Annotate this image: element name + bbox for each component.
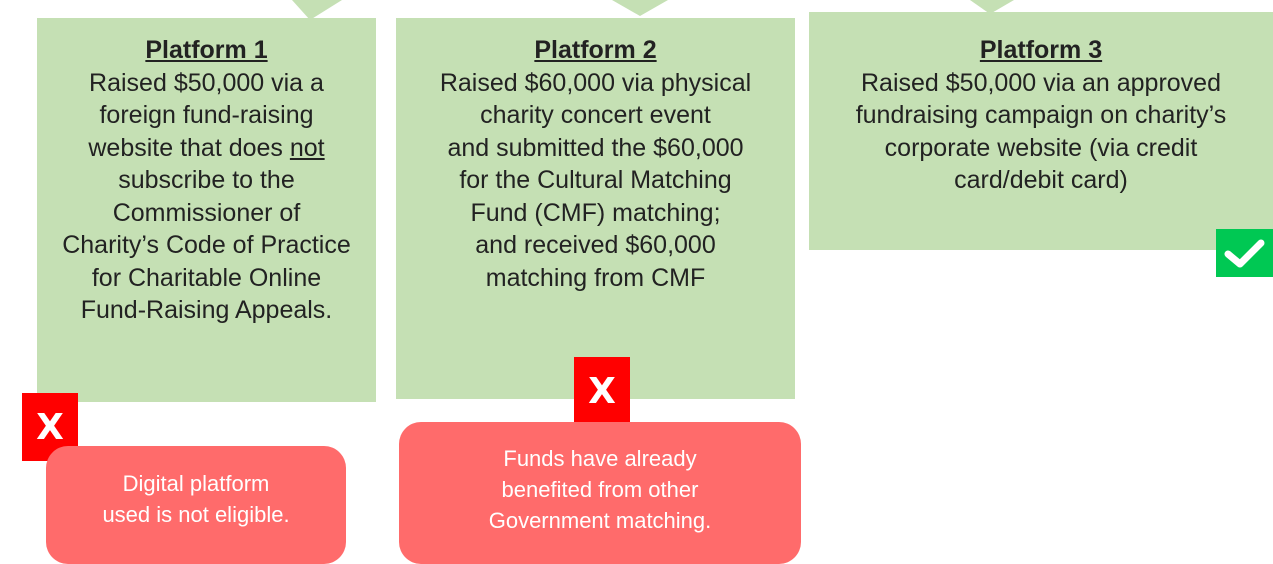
note-line: Funds have already	[503, 446, 697, 471]
platform-1-line: Raised $50,000 via a	[89, 68, 324, 97]
note-line: used is not eligible.	[102, 502, 290, 527]
platform-2-line: and received $60,000	[475, 231, 716, 259]
platform-1-line: Charity’s Code of Practice	[62, 231, 351, 259]
platform-1-line: foreign fund-raising	[99, 101, 314, 129]
platform-3-box: Platform 3 Raised $50,000 via an approve…	[809, 12, 1273, 250]
arrow-tip-3	[970, 0, 1014, 14]
reject-x-icon: X	[574, 357, 630, 425]
platform-3-line: fundraising campaign on charity’s	[855, 101, 1227, 129]
note-line: Government matching.	[488, 508, 712, 533]
platform-2-line: charity concert event	[480, 101, 711, 129]
platform-2-line: Fund (CMF) matching;	[470, 198, 721, 227]
platform-2-line: and submitted the $60,000	[447, 133, 744, 162]
platform-3-line: Raised $50,000 via an approved	[861, 68, 1221, 97]
arrow-tip-2	[612, 0, 668, 16]
platform-1-line: Commissioner of	[112, 198, 301, 227]
platform-1-box: Platform 1 Raised $50,000 via a foreign …	[37, 18, 376, 402]
arrow-tip-1	[292, 0, 342, 20]
note-already-matched: Funds have already benefited from other …	[399, 422, 801, 564]
platform-3-title: Platform 3	[979, 36, 1103, 64]
platform-2-line: matching from CMF	[485, 263, 706, 292]
check-icon	[1216, 229, 1273, 277]
platform-3-line: card/debit card)	[954, 166, 1128, 194]
platform-3-line: corporate website (via credit	[884, 133, 1198, 162]
platform-1-line: for Charitable Online	[91, 263, 322, 292]
platform-1-line: Fund-Raising Appeals.	[80, 296, 333, 324]
note-line: benefited from other	[501, 477, 699, 502]
platform-2-title: Platform 2	[534, 36, 657, 64]
platform-1-line: website that does not	[88, 133, 325, 162]
note-ineligible-platform: Digital platform used is not eligible.	[46, 446, 346, 564]
platform-1-line: subscribe to the	[118, 166, 295, 194]
platform-1-title: Platform 1	[145, 36, 268, 64]
underlined-not: not	[289, 133, 325, 162]
platform-2-line: for the Cultural Matching	[459, 166, 732, 194]
note-line: Digital platform	[122, 471, 270, 496]
platform-2-box: Platform 2 Raised $60,000 via physical c…	[396, 18, 795, 399]
platform-2-line: Raised $60,000 via physical	[439, 68, 752, 97]
